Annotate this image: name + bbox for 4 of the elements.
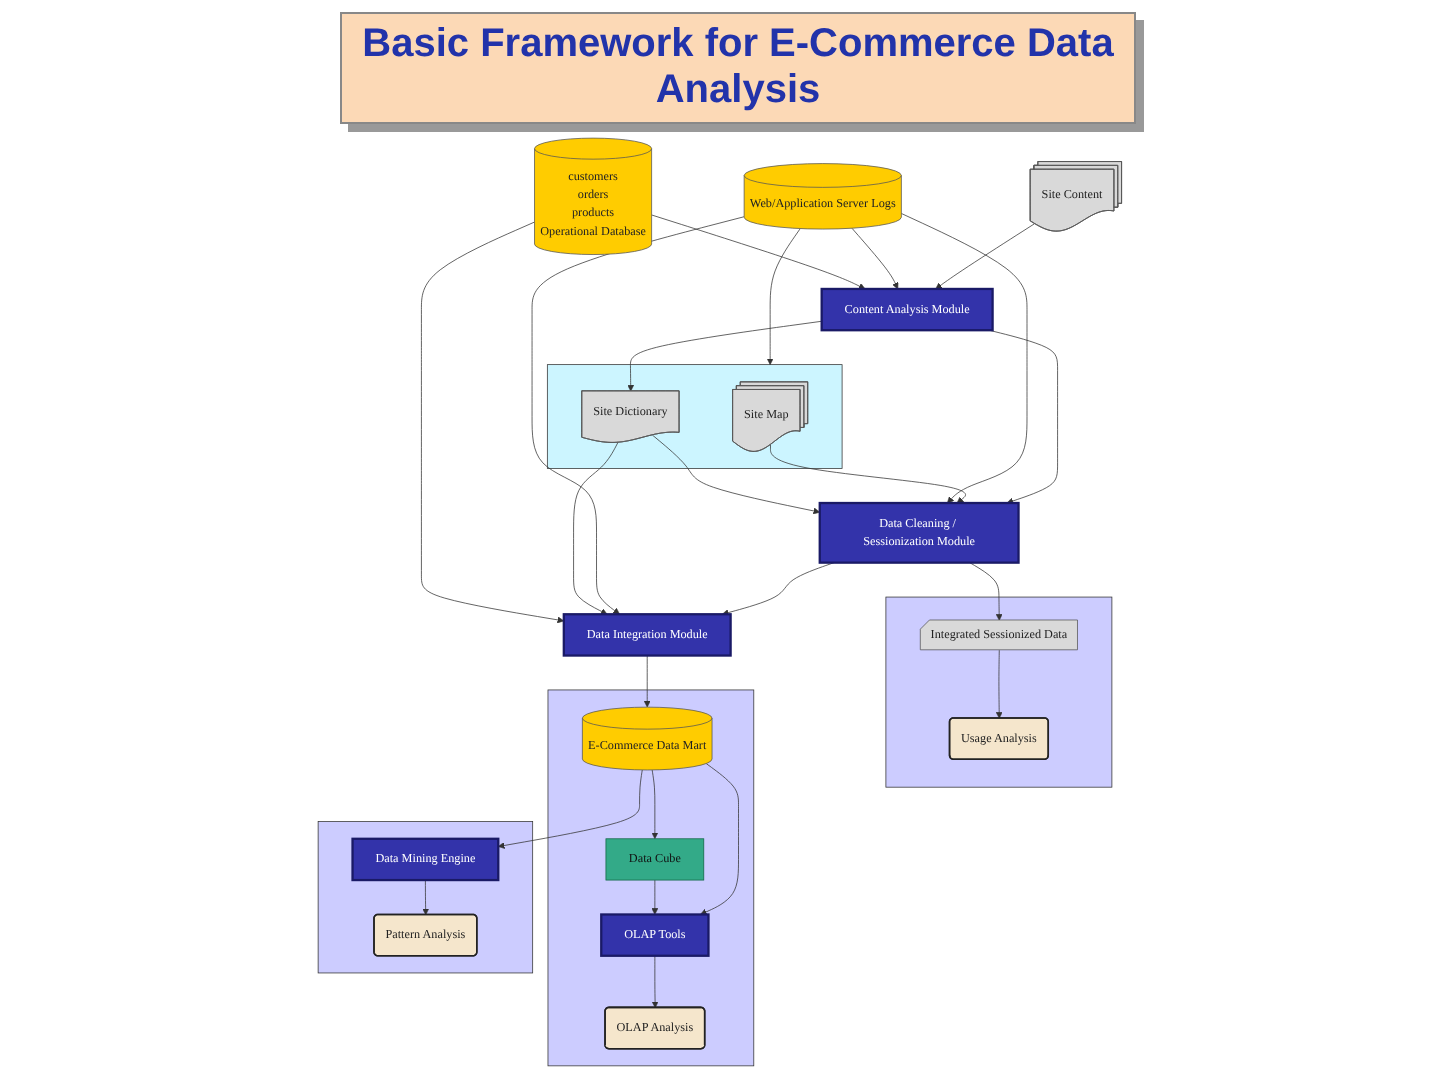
cluster xyxy=(547,364,843,469)
cluster xyxy=(317,821,534,974)
cluster xyxy=(885,596,1113,788)
cluster xyxy=(547,689,755,1067)
